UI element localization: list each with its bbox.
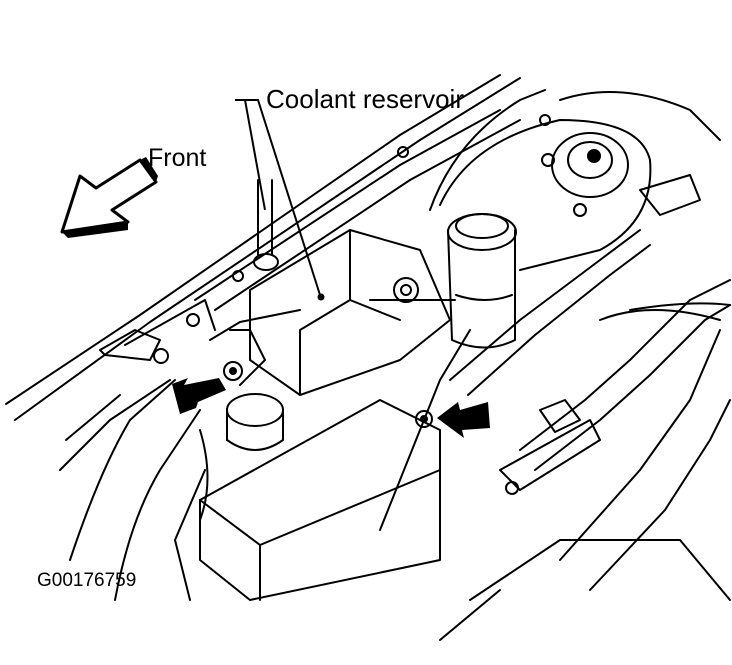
hoses	[449, 229, 731, 591]
engine-bay-line-art	[5, 74, 731, 641]
strut-tower	[429, 89, 721, 271]
fluid-reservoir-cap	[447, 213, 517, 349]
front-label: Front	[148, 144, 206, 172]
figure-id: G00176759	[37, 570, 136, 591]
center-divider	[379, 329, 471, 531]
right-bolt-arrow-icon	[437, 402, 490, 438]
coolant-reservoir	[229, 229, 456, 396]
mounting-bolts	[153, 146, 433, 428]
coolant-reservoir-label: Coolant reservoir	[266, 84, 464, 114]
callout-leaders	[235, 99, 325, 301]
filler-hose	[253, 179, 279, 271]
fender-outline	[5, 74, 521, 601]
bolt-pointer-arrows	[172, 378, 490, 438]
front-arrow-icon	[60, 157, 158, 238]
lower-bracket	[439, 399, 731, 641]
radiator-cap	[199, 393, 284, 521]
battery	[199, 399, 441, 601]
left-bolt-arrow-icon	[172, 378, 226, 414]
